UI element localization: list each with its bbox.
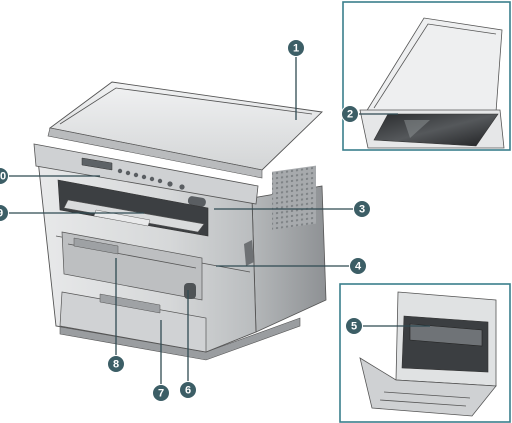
paper-width-guide-handle: [184, 283, 196, 299]
toner-cartridge: [409, 323, 483, 347]
callout-badge-circle: [179, 381, 197, 399]
callout-number: 10: [0, 171, 6, 183]
callout-number: 2: [347, 109, 353, 121]
callout-badges: 1 2 3 4 5 6 7 8 9 10: [0, 39, 371, 402]
front-cover-handle: [244, 240, 254, 266]
side-vent-grille: [272, 165, 316, 230]
scanner-lid-front-edge: [47, 127, 263, 179]
callout-badge-circle: [345, 317, 363, 335]
callout-number: 5: [351, 321, 357, 333]
callout-5: 5: [345, 317, 363, 335]
callout-6: 6: [179, 381, 197, 399]
inset-scanner-open: [342, 1, 511, 151]
callout-number: 6: [185, 385, 191, 397]
callout-8: 8: [107, 355, 125, 373]
control-panel-display: [81, 157, 113, 171]
callout-9: 9: [0, 204, 9, 222]
leader-lines: [0, 48, 430, 390]
callout-number: 8: [113, 359, 119, 371]
callout-badge-circle: [349, 257, 367, 275]
printer-main-illustration: [33, 81, 327, 361]
callout-1: 1: [287, 39, 305, 57]
callout-badge-circle: [107, 355, 125, 373]
scanner-glass: [373, 113, 499, 147]
callout-3: 3: [353, 200, 371, 218]
callout-number: 4: [355, 261, 362, 273]
start-button: [187, 196, 206, 207]
callout-7: 7: [152, 384, 170, 402]
paper-tray-handle: [99, 293, 161, 314]
callout-badge-circle: [152, 384, 170, 402]
callout-badge-circle: [287, 39, 305, 57]
control-panel: [33, 143, 259, 205]
callout-badge-circle: [0, 167, 9, 185]
inset-open-front-cover: [359, 357, 497, 417]
callout-4: 4: [349, 257, 367, 275]
inset-front-cover-open: [339, 283, 511, 423]
control-panel-buttons: [117, 168, 185, 190]
callout-badge-circle: [353, 200, 371, 218]
callout-number: 3: [359, 204, 365, 216]
callout-number: 7: [158, 388, 164, 400]
callout-10: 10: [0, 167, 9, 185]
callout-2: 2: [341, 105, 359, 123]
callout-badge-circle: [0, 204, 9, 222]
callout-number: 9: [0, 208, 3, 220]
callout-number: 1: [293, 43, 299, 55]
callout-badge-circle: [341, 105, 359, 123]
output-tray: [63, 199, 205, 233]
manual-feeder-guide: [73, 237, 119, 255]
